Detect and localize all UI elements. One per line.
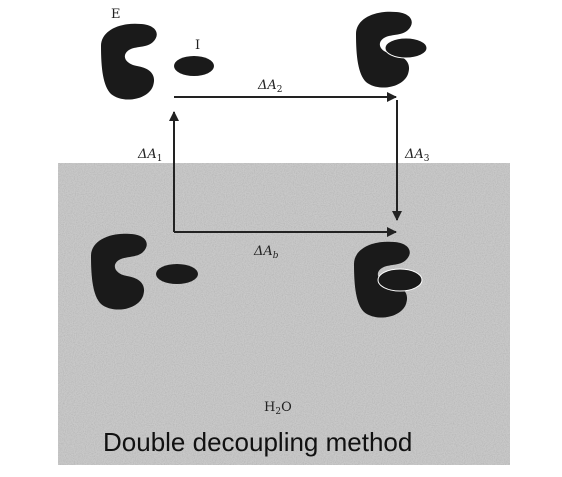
arrow-a2-label: ΔA2 <box>257 78 283 95</box>
enzyme-label: E <box>111 7 121 22</box>
inhibitor-unbound-gas <box>174 56 214 76</box>
inhibitor-bound-solvated <box>377 268 423 292</box>
caption: Double decoupling method <box>103 427 412 457</box>
enzyme-unbound-gas <box>101 23 157 100</box>
arrow-a1-label: ΔA1 <box>137 147 163 164</box>
arrow-a3-label: ΔA3 <box>404 147 430 164</box>
inhibitor-bound-gas <box>384 37 428 59</box>
arrow-ab-label: ΔAb <box>253 244 279 261</box>
solvent-region <box>58 163 510 465</box>
water-label: H2O <box>264 400 292 417</box>
inhibitor-unbound-solvated <box>156 264 198 284</box>
inhibitor-label: I <box>195 38 200 53</box>
